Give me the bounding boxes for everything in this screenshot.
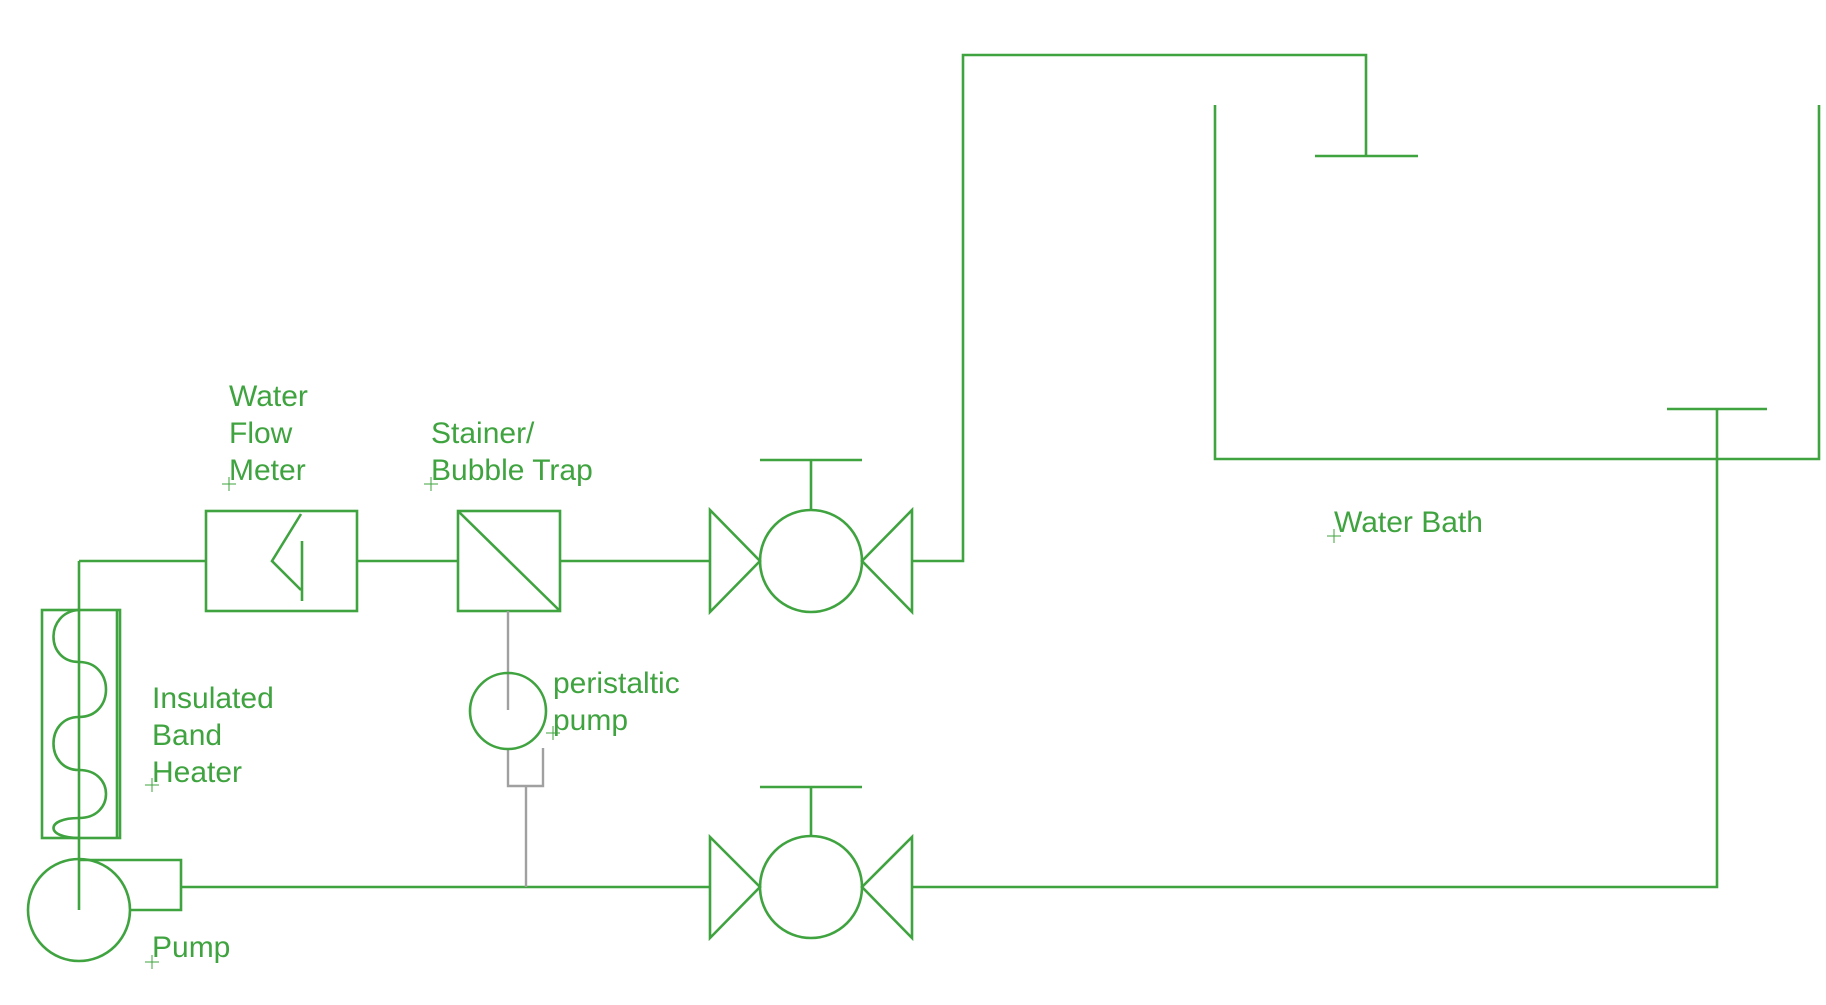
label-strainer-bubble-trap: Stainer/ Bubble Trap — [431, 417, 593, 487]
water-flow-meter — [204, 509, 359, 613]
peristaltic-sample-loop — [506, 611, 545, 887]
centrifugal-pump — [26, 857, 183, 963]
water-bath-tank — [1213, 105, 1821, 461]
label-pump: Pump — [152, 931, 230, 964]
label-water-flow-meter: Water Flow Meter — [229, 380, 316, 487]
supply-valve — [708, 458, 914, 616]
return-valve — [708, 785, 914, 942]
strainer-bubble-trap — [456, 509, 562, 613]
label-peristaltic-pump: peristaltic pump — [553, 667, 688, 737]
peristaltic-pump — [468, 671, 548, 751]
label-anchor-marks — [145, 477, 1341, 969]
return-line — [181, 407, 1767, 889]
label-water-bath: Water Bath — [1334, 506, 1483, 539]
insulated-band-heater — [40, 608, 122, 840]
supply-line — [77, 53, 1418, 910]
label-insulated-band-heater: Insulated Band Heater — [152, 682, 282, 789]
